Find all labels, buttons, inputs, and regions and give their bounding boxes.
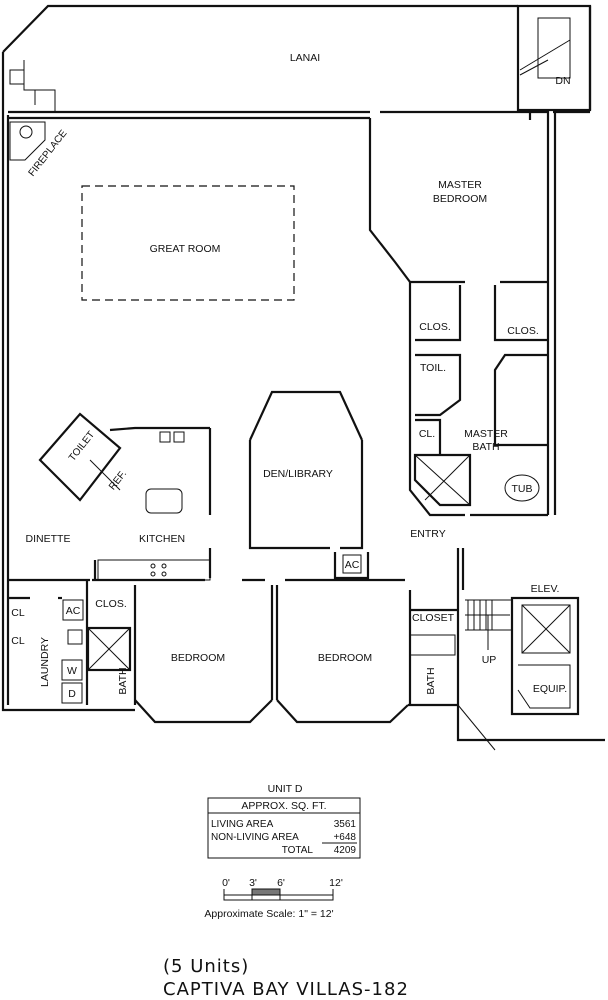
label-den-library: DEN/LIBRARY	[263, 468, 333, 480]
scale-tick-6: 6'	[277, 877, 285, 889]
scale-tick-3: 3'	[249, 877, 257, 889]
label-toilet: TOILET	[67, 429, 97, 463]
label-entry: ENTRY	[410, 528, 445, 540]
label-dryer: D	[68, 688, 76, 700]
label-kitchen: KITCHEN	[139, 533, 185, 545]
label-master-bath-2: BATH	[472, 441, 499, 453]
label-toil: TOIL.	[420, 362, 446, 374]
label-master-bedroom-1: MASTER	[438, 179, 482, 191]
label-dn: DN	[555, 75, 570, 87]
label-tub: TUB	[512, 483, 533, 495]
fireplace	[9, 121, 46, 161]
row-label-nonliving: NON-LIVING AREA	[211, 832, 299, 843]
project-title: CAPTIVA BAY VILLAS-182	[163, 979, 409, 1000]
scale-caption: Approximate Scale: 1" = 12'	[204, 908, 333, 920]
label-bedroom-1: BEDROOM	[171, 652, 225, 664]
label-clos-master-left: CLOS.	[419, 321, 451, 333]
label-clos-bedroom: CLOS.	[95, 598, 127, 610]
label-clos-master-right: CLOS.	[507, 325, 539, 337]
label-bath-2: BATH	[425, 667, 437, 694]
label-laundry: LAUNDRY	[39, 637, 51, 687]
label-ac-den: AC	[345, 559, 360, 571]
row-value-living: 3561	[334, 819, 357, 830]
label-ac-laundry: AC	[66, 605, 81, 617]
label-bath-1: BATH	[117, 667, 129, 694]
label-equip: EQUIP.	[533, 683, 567, 695]
row-label-living: LIVING AREA	[211, 819, 274, 830]
label-lanai: LANAI	[290, 52, 320, 64]
walls	[1, 4, 605, 742]
label-washer: W	[67, 665, 77, 677]
bath-fixtures	[61, 453, 540, 704]
label-master-bath-1: MASTER	[464, 428, 508, 440]
area-table: UNIT D APPROX. SQ. FT. LIVING AREA 3561 …	[207, 783, 361, 859]
row-value-total: 4209	[334, 845, 357, 856]
elevator-stairs	[457, 596, 580, 751]
label-master-bedroom-2: BEDROOM	[433, 193, 487, 205]
label-cl-1: CL	[11, 607, 25, 619]
label-closet: CLOSET	[412, 612, 455, 624]
units-count: (5 Units)	[163, 956, 249, 977]
label-bedroom-2: BEDROOM	[318, 652, 372, 664]
label-dinette: DINETTE	[26, 533, 71, 545]
label-elev: ELEV.	[531, 583, 560, 595]
label-cl-master: CL.	[419, 428, 435, 440]
label-cl-2: CL	[11, 635, 25, 647]
room-labels: LANAI FIREPLACE MASTER BEDROOM GREAT ROO…	[11, 52, 570, 700]
unit-title: UNIT D	[268, 783, 303, 795]
scale-bar: 0' 3' 6' 12' Approximate Scale: 1" = 12'	[204, 877, 342, 920]
row-value-nonliving: +648	[333, 832, 356, 843]
table-header: APPROX. SQ. FT.	[241, 800, 326, 812]
row-label-total: TOTAL	[282, 845, 314, 856]
kitchen-fixtures	[38, 412, 211, 581]
label-up: UP	[482, 654, 497, 666]
great-room-outline	[81, 185, 295, 301]
scale-tick-12: 12'	[329, 877, 343, 889]
label-great-room: GREAT ROOM	[150, 243, 221, 255]
label-ref: REF.	[107, 469, 129, 493]
lanai-detail	[9, 4, 592, 112]
label-fireplace: FIREPLACE	[27, 128, 70, 179]
scale-tick-0: 0'	[222, 877, 230, 889]
